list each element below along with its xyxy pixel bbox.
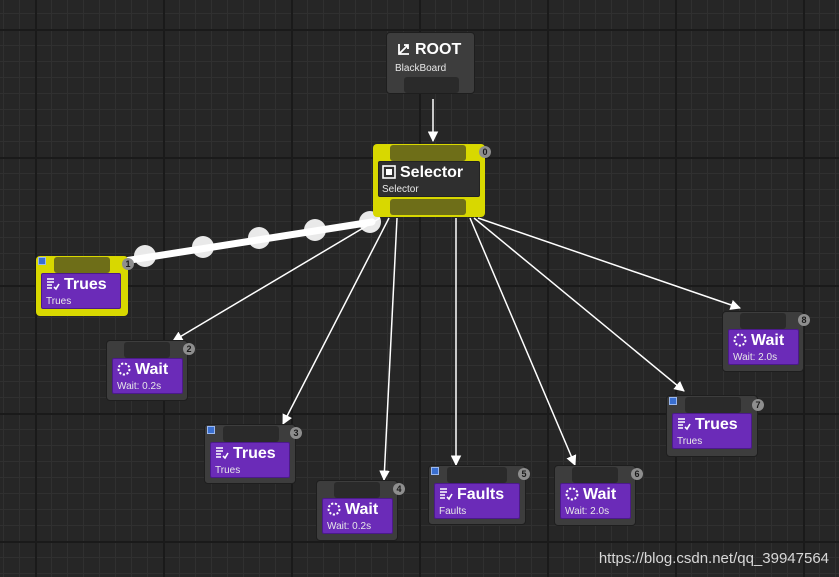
- selector-body: Selector Selector: [378, 161, 480, 197]
- wait-8-body: Wait Wait: 2.0s: [728, 329, 799, 365]
- wait-2-index-badge: 2: [183, 343, 195, 355]
- selector-node[interactable]: Selector Selector 0: [373, 144, 491, 217]
- selector-index-badge: 0: [479, 146, 491, 158]
- root-output-pin[interactable]: [404, 77, 459, 93]
- wait-8-input-pin[interactable]: [740, 313, 786, 329]
- trues-1-title: Trues: [46, 276, 107, 294]
- trues-3-title: Trues: [215, 445, 276, 463]
- faults-5-input-pin[interactable]: [447, 467, 507, 483]
- wait-icon: [327, 502, 341, 516]
- trues-3-title-text: Trues: [233, 445, 276, 462]
- wait-6-body: Wait Wait: 2.0s: [560, 483, 631, 519]
- decorator-marker-icon: [431, 467, 439, 475]
- trues-node-1[interactable]: Trues Trues 1: [36, 256, 134, 316]
- edge-selector-child-4[interactable]: [379, 217, 398, 482]
- trues-7-input-pin[interactable]: [685, 397, 741, 413]
- faults-5-title-text: Faults: [457, 486, 505, 503]
- wait-icon: [565, 487, 579, 501]
- wait-4-title-text: Wait: [345, 501, 379, 518]
- trues-7-title: Trues: [677, 416, 738, 434]
- root-icon: [398, 44, 409, 55]
- selector-input-pin[interactable]: [390, 145, 466, 161]
- wait-node-8[interactable]: Wait Wait: 2.0s 8: [722, 311, 810, 372]
- wait-2-body: Wait Wait: 0.2s: [112, 358, 183, 394]
- wait-6-index-badge: 6: [631, 468, 643, 480]
- condition-list-icon: [216, 447, 229, 460]
- wait-2-input-pin[interactable]: [124, 342, 170, 358]
- trues-3-body: Trues Trues: [210, 442, 290, 478]
- trues-1-input-pin[interactable]: [54, 257, 110, 273]
- selector-title-text: Selector: [400, 164, 464, 181]
- condition-list-icon: [678, 418, 691, 431]
- wait-6-title-text: Wait: [583, 486, 617, 503]
- trues-1-body: Trues Trues: [41, 273, 121, 309]
- root-title: ROOT: [397, 41, 461, 59]
- wait-4-body: Wait Wait: 0.2s: [322, 498, 393, 534]
- wait-icon: [733, 333, 747, 347]
- wait-4-title: Wait: [327, 501, 378, 519]
- trues-3-subtitle: Trues: [215, 465, 241, 476]
- trues-node-3[interactable]: Trues Trues 3: [204, 424, 302, 484]
- selector-title: Selector: [382, 164, 463, 182]
- trues-node-7[interactable]: Trues Trues 7: [666, 395, 764, 457]
- edge-selector-child-7[interactable]: [473, 217, 685, 392]
- trues-7-body: Trues Trues: [672, 413, 752, 449]
- trues-3-index-badge: 3: [290, 427, 302, 439]
- wait-4-input-pin[interactable]: [334, 482, 380, 498]
- selector-output-pin[interactable]: [390, 199, 466, 215]
- wait-2-subtitle: Wait: 0.2s: [117, 381, 162, 392]
- root-subtitle: BlackBoard: [395, 63, 447, 74]
- wait-2-title-text: Wait: [135, 361, 169, 378]
- faults-node-5[interactable]: Faults Faults 5: [428, 465, 530, 525]
- faults-5-index-badge: 5: [518, 468, 530, 480]
- edge-selector-child-6[interactable]: [469, 217, 577, 466]
- selector-subtitle: Selector: [382, 184, 419, 195]
- faults-5-title: Faults: [439, 486, 504, 504]
- trues-3-input-pin[interactable]: [223, 426, 279, 442]
- wait-node-2[interactable]: Wait Wait: 0.2s 2: [106, 340, 195, 401]
- watermark-text: https://blog.csdn.net/qq_39947564: [598, 550, 829, 567]
- faults-5-subtitle: Faults: [439, 506, 467, 517]
- wait-icon: [117, 362, 131, 376]
- trues-1-subtitle: Trues: [46, 296, 72, 307]
- condition-list-icon: [440, 488, 453, 501]
- wait-8-title-text: Wait: [751, 332, 785, 349]
- edge-selector-child-1-active[interactable]: [114, 218, 376, 266]
- wait-6-title: Wait: [565, 486, 616, 504]
- wait-4-index-badge: 4: [393, 483, 405, 495]
- wait-6-subtitle: Wait: 2.0s: [565, 506, 610, 517]
- trues-7-index-badge: 7: [752, 399, 764, 411]
- selector-icon: [382, 165, 396, 179]
- wait-4-subtitle: Wait: 0.2s: [327, 521, 372, 532]
- root-title-text: ROOT: [415, 41, 462, 58]
- wait-node-6[interactable]: Wait Wait: 2.0s 6: [554, 465, 643, 526]
- wait-8-subtitle: Wait: 2.0s: [733, 352, 778, 363]
- root-node[interactable]: ROOT BlackBoard: [386, 32, 475, 94]
- wait-node-4[interactable]: Wait Wait: 0.2s 4: [316, 480, 405, 541]
- trues-7-title-text: Trues: [695, 416, 738, 433]
- decorator-marker-icon: [669, 397, 677, 405]
- faults-5-body: Faults Faults: [434, 483, 520, 519]
- wait-8-title: Wait: [733, 332, 784, 350]
- trues-7-subtitle: Trues: [677, 436, 703, 447]
- decorator-marker-icon: [38, 257, 46, 265]
- decorator-marker-icon: [207, 426, 215, 434]
- edge-selector-child-8[interactable]: [477, 217, 741, 310]
- trues-1-title-text: Trues: [64, 276, 107, 293]
- edge-selector-child-3[interactable]: [282, 217, 390, 425]
- trues-1-index-badge: 1: [122, 258, 134, 270]
- wait-6-input-pin[interactable]: [572, 467, 618, 483]
- wait-2-title: Wait: [117, 361, 168, 379]
- edge-selector-child-2[interactable]: [172, 217, 381, 342]
- condition-list-icon: [47, 278, 60, 291]
- wait-8-index-badge: 8: [798, 314, 810, 326]
